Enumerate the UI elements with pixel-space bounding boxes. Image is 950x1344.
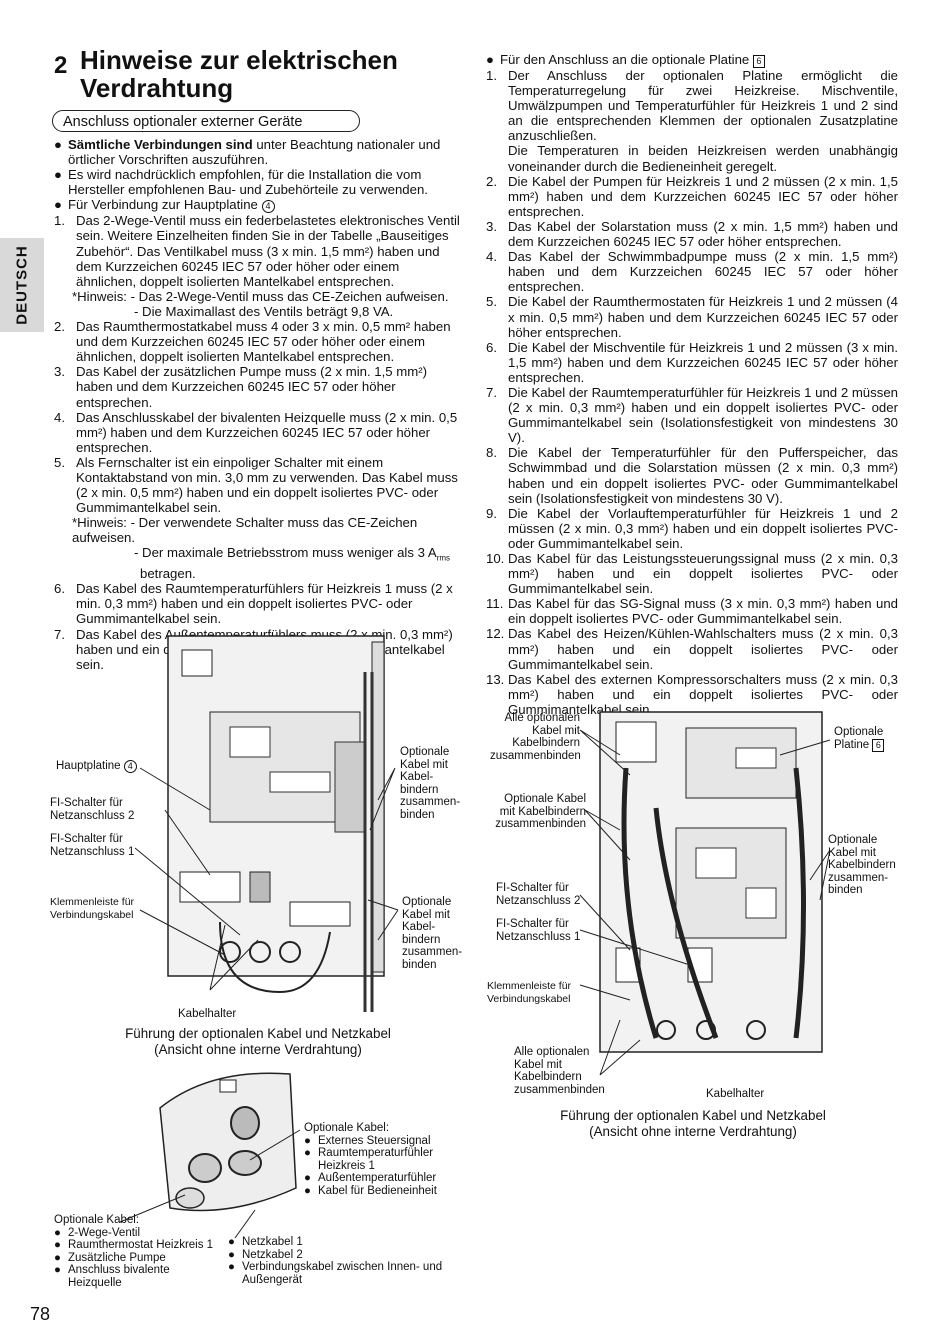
bold-lead: Sämtliche Verbindungen sind: [68, 137, 253, 152]
label-klemmenleiste: Klemmenleiste für Verbindungskabel: [50, 896, 135, 921]
note: - Der maximale Betriebsstrom muss wenige…: [134, 545, 451, 564]
list-item: 13.Das Kabel des externen Kompressorscha…: [486, 671, 898, 717]
label-option-board: Optionale Platine 6: [834, 726, 885, 752]
label-fi1: FI-Schalter für Netzanschluss 1: [50, 833, 135, 858]
right-column: ● Für den Anschluss an die optionale Pla…: [486, 52, 898, 717]
list-item: 12.Das Kabel des Heizen/Kühlen-Wahlschal…: [486, 626, 898, 672]
power-cables-list: ●Netzkabel 1 ●Netzkabel 2 ●Verbindungska…: [228, 1236, 443, 1286]
label-fi1: FI-Schalter für Netzanschluss 1: [496, 918, 581, 943]
list-item: 1.Der Anschluss der optionalen Platine e…: [486, 68, 898, 174]
label-klemmenleiste: Klemmenleiste für Verbindungskabel: [487, 980, 572, 1005]
note: betragen.: [140, 566, 196, 582]
bullet-item: ● Für den Anschluss an die optionale Pla…: [486, 52, 898, 68]
label-optional-cables: Optionale Kabel mit Kabelbindern zusamme…: [495, 793, 586, 831]
label-fi2: FI-Schalter für Netzanschluss 2: [496, 882, 581, 907]
list-item: 6.Die Kabel der Mischventile für Heizkre…: [486, 339, 898, 385]
label-optional-cables: Optionale Kabel mit Kabelbindern zusamme…: [828, 834, 896, 897]
bullet-text: Es wird nachdrücklich empfohlen, für die…: [68, 167, 428, 198]
list-item: 4.Das Anschlusskabel der bivalenten Heiz…: [54, 409, 458, 455]
fig2-leader-lines: [579, 729, 831, 1076]
list-item: 1.Das 2-Wege-Ventil muss ein federbelast…: [54, 213, 460, 289]
reference-number: 4: [123, 760, 137, 773]
language-tab: DEUTSCH: [0, 238, 44, 332]
list-item: 9.Die Kabel der Vorlauftemperaturfühler …: [486, 505, 898, 551]
wiring-diagram-option-board: [599, 711, 823, 1053]
reference-number: 4: [261, 200, 275, 214]
bullet-text: unter Beachtung nationaler und örtlicher…: [68, 137, 441, 168]
label-all-optional-cables: Alle optionalen Kabel mit Kabelbindern z…: [490, 712, 581, 762]
list-item: 8.Die Kabel der Temperaturfühler für den…: [486, 445, 898, 506]
cable-entry-illustration: [159, 1072, 297, 1212]
list-item: 5.Die Kabel der Raumthermostaten für Hei…: [486, 294, 898, 340]
list-item: 10.Das Kabel für das Leistungssteuerungs…: [486, 551, 898, 597]
fig3-leader-lines: [119, 1129, 301, 1239]
label-all-optional-cables: Alle optionalen Kabel mit Kabelbindern z…: [514, 1046, 605, 1096]
list-item: 3.Das Kabel der zusätzlichen Pumpe muss …: [54, 364, 428, 410]
chapter-number: 2: [54, 52, 68, 79]
fig1-leader-lines: [134, 767, 399, 991]
wiring-diagram-main-board: [167, 635, 385, 1012]
bullet-text: Für Verbindung zur Hauptplatine: [68, 197, 258, 213]
list-item: 6.Das Kabel des Raumtemperaturfühlers fü…: [54, 581, 453, 627]
chapter-title: Hinweise zur elektrischen Verdrahtung: [80, 45, 398, 103]
label-kabelhalter: Kabelhalter: [178, 1008, 237, 1020]
reference-number: 6: [752, 55, 765, 68]
note: - Die Maximallast des Ventils beträgt 9,…: [134, 303, 394, 319]
reference-number: 6: [872, 738, 885, 752]
bullet-item: ● Sämtliche Verbindungen sind unter Beac…: [54, 137, 441, 168]
list-item: 2.Das Raumthermostatkabel muss 4 oder 3 …: [54, 319, 451, 365]
page-number: 78: [30, 1304, 51, 1324]
list-item: 5.Als Fernschalter ist ein einpoliger Sc…: [54, 454, 458, 516]
figure-caption: Führung der optionalen Kabel und Netzkab…: [125, 1026, 391, 1057]
label-optional-cables: Optionale Kabel mit Kabel-bindern zusamm…: [400, 746, 461, 821]
left-column: ● Sämtliche Verbindungen sind unter Beac…: [54, 137, 462, 672]
list-item: 7.Die Kabel der Raumtemperaturfühler für…: [486, 384, 898, 446]
language-tab-label: DEUTSCH: [13, 245, 31, 325]
note: *Hinweis: - Das 2-Wege-Ventil muss das C…: [72, 288, 449, 304]
bullet-item: ●Es wird nachdrücklich empfohlen, für di…: [54, 167, 462, 197]
list-item: 2.Die Kabel der Pumpen für Heizkreis 1 u…: [486, 173, 898, 219]
bullet-item: ● Für Verbindung zur Hauptplatine 4: [54, 197, 462, 214]
optional-cables-list-right: Optionale Kabel: ●Externes Steuersignal …: [304, 1122, 437, 1197]
section-title: Anschluss optionaler externer Geräte: [52, 110, 360, 132]
label-fi2: FI-Schalter für Netzanschluss 2: [50, 797, 135, 822]
optional-cables-list-left: Optionale Kabel: ●2-Wege-Ventil ●Raumthe…: [54, 1214, 214, 1289]
list-item: 4.Das Kabel der Schwimmbadpumpe muss (2 …: [486, 249, 898, 295]
list-item: 3.Das Kabel der Solarstation muss (2 x m…: [486, 218, 898, 250]
label-kabelhalter: Kabelhalter: [706, 1088, 765, 1100]
note: *Hinweis: - Der verwendete Schalter muss…: [72, 515, 418, 546]
label-hauptplatine: Hauptplatine 4: [56, 760, 137, 773]
list-item: 11.Das Kabel für das SG-Signal muss (3 x…: [486, 596, 898, 627]
label-optional-cables: Optionale Kabel mit Kabel-bindern zusamm…: [402, 896, 463, 971]
figure-caption: Führung der optionalen Kabel und Netzkab…: [560, 1108, 826, 1139]
